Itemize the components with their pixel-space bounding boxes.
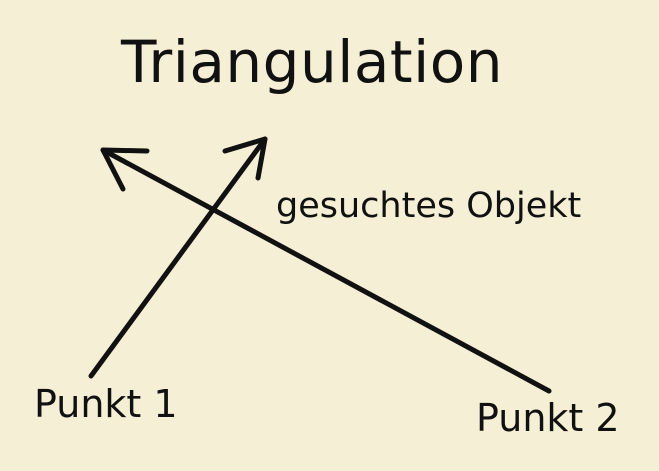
target-object-label: gesuchtes Objekt (276, 186, 582, 226)
point2-label: Punkt 2 (476, 396, 620, 440)
diagram-title: Triangulation (121, 28, 503, 96)
arrowhead-point1 (222, 136, 268, 181)
point1-label: Punkt 1 (34, 382, 178, 426)
sightline-point2 (100, 147, 552, 394)
arrowhead-point2 (100, 147, 150, 192)
sightline-point1 (88, 136, 268, 379)
